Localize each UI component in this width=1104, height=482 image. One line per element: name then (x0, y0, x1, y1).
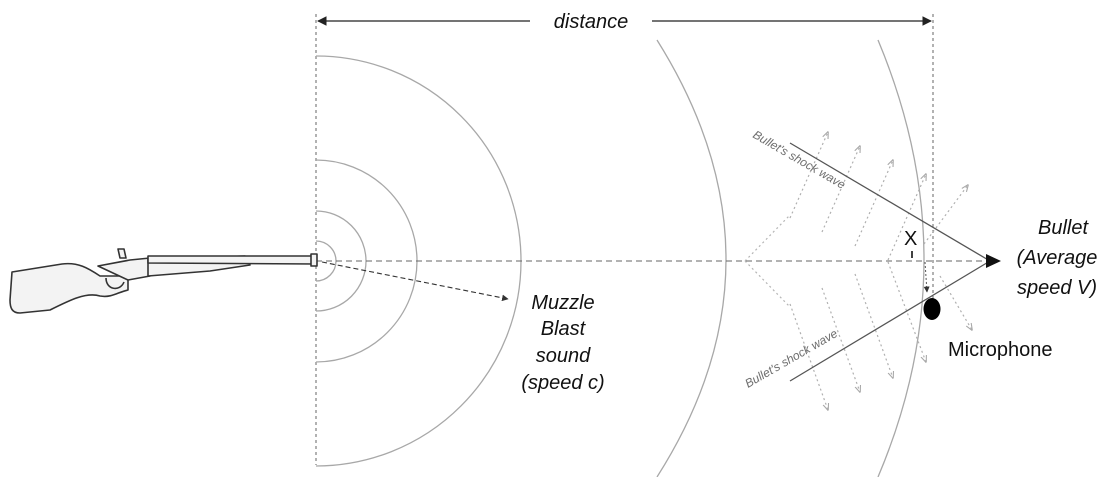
bullet-arrowhead (986, 254, 1001, 268)
muzzle-label-line2: Blast (541, 318, 587, 340)
upper-propagation-arrows (789, 132, 968, 261)
rifle-muzzle (310, 253, 318, 267)
lower-shock-wave-line (789, 260, 991, 382)
microphone-label: Microphone (948, 339, 1053, 361)
distance-label: distance (554, 11, 629, 33)
rifle-barrel (147, 255, 317, 265)
rifle-trigger-guard (105, 277, 125, 290)
bullet-label: Bullet (Average speed V) (1017, 217, 1098, 299)
muzzle-blast-label: Muzzle Blast sound (speed c) (521, 292, 604, 394)
arc-6 (877, 39, 925, 478)
rifle-bolt (117, 248, 127, 259)
rifle-icon (9, 248, 318, 314)
upper-shock-wave-label: Bullet's shock wave (751, 127, 849, 191)
muzzle-label-line4: (speed c) (521, 372, 604, 394)
lower-propagation-arrows (789, 261, 972, 410)
bullet-label-line3: speed V) (1017, 277, 1097, 299)
dotted-cone-guide (744, 214, 791, 308)
upper-shock-wave-line (789, 142, 991, 262)
muzzle-blast-arcs (315, 39, 925, 478)
arc-5 (656, 39, 727, 478)
arc-1 (315, 240, 337, 282)
bullet-label-line1: Bullet (1038, 217, 1089, 239)
microphone-icon (923, 298, 941, 320)
x-marker-drop (923, 261, 930, 293)
arc-2 (315, 210, 367, 312)
rifle-stock (9, 262, 129, 314)
muzzle-label-line3: sound (536, 345, 591, 367)
bullet-label-line2: (Average (1017, 247, 1098, 269)
x-marker-label: X (904, 228, 917, 250)
muzzle-label-line1: Muzzle (531, 292, 594, 314)
